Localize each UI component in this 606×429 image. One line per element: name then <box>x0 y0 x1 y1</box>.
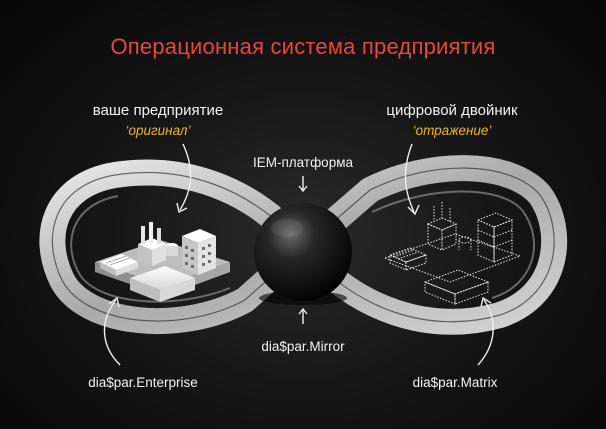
arrow-icon <box>103 143 494 366</box>
digital-twin-subtitle: ‘отражение’ <box>412 123 492 138</box>
enterprise-caption: dia$par.Enterprise <box>88 375 198 390</box>
factory-building-icon <box>95 222 230 302</box>
iem-platform-sphere <box>254 203 352 305</box>
digital-twin-heading: цифровой двойник <box>386 102 518 119</box>
digital-twin-wireframe-icon <box>383 202 522 305</box>
mirror-label: dia$par.Mirror <box>261 339 345 354</box>
enterprise-subtitle: ‘оригинал’ <box>125 123 191 138</box>
matrix-caption: dia$par.Matrix <box>412 375 498 390</box>
iem-platform-label: IEM-платформа <box>253 155 353 170</box>
page-title: Операционная система предприятия <box>110 34 496 59</box>
enterprise-heading: ваше предприятие <box>92 102 224 119</box>
